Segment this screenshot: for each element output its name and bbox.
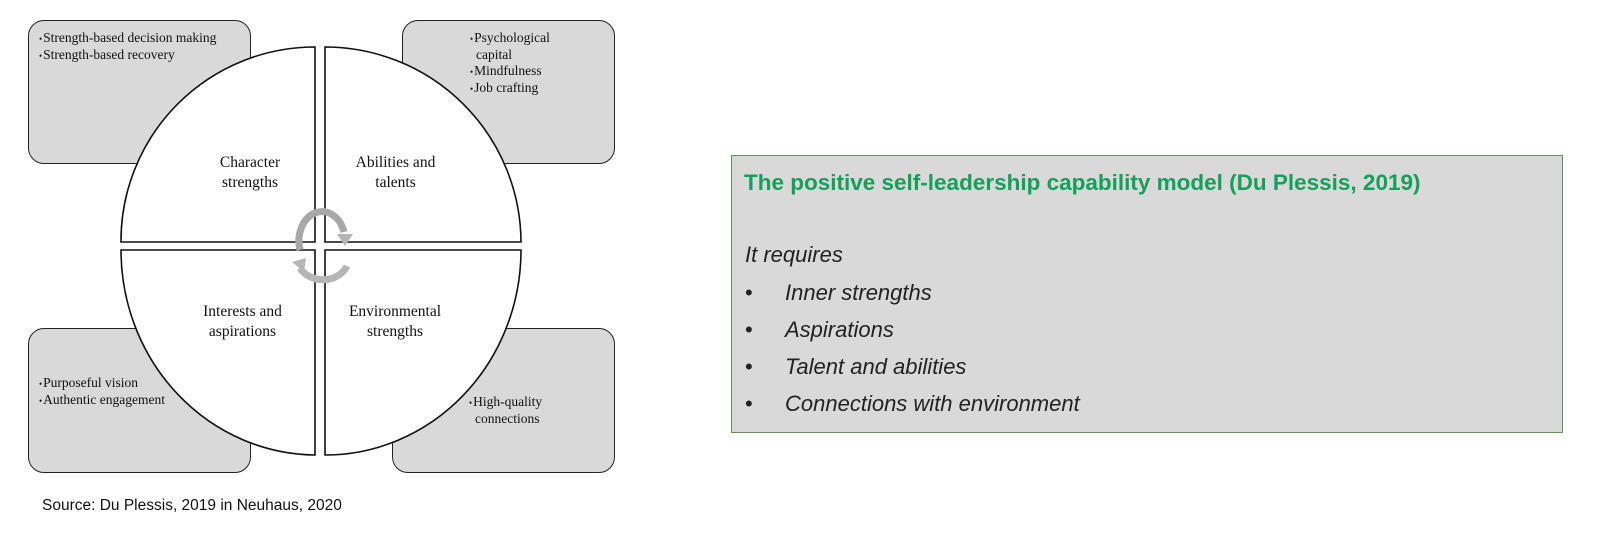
list-item: Strength-based recovery (38, 47, 250, 64)
quadrant-label-abilities-talents: Abilities and talents (355, 154, 436, 191)
list-item: Strength-based decision making (38, 30, 250, 47)
quadrant-bottom-right (324, 249, 522, 456)
source-caption: Source: Du Plessis, 2019 in Neuhaus, 202… (42, 497, 342, 514)
list-item: •Aspirations (745, 317, 894, 342)
list-item: •Talent and abilities (745, 354, 967, 379)
list-item: •Inner strengths (745, 280, 932, 305)
list-item: Job crafting (469, 80, 579, 97)
cycle-arrows-icon (295, 208, 351, 284)
list-item: Psychological capital (469, 30, 579, 63)
quadrant-label-environmental-strengths: Environmental strengths (348, 303, 442, 340)
list-item: Mindfulness (469, 63, 579, 80)
model-summary-panel: The positive self-leadership capability … (731, 155, 1563, 433)
list-item: High-quality connections (468, 394, 568, 427)
quadrant-bottom-left (120, 249, 316, 456)
capability-circle (120, 46, 522, 456)
quadrant-top-right (324, 46, 522, 243)
panel-title: The positive self-leadership capability … (744, 170, 1421, 195)
list-item: Purposeful vision (38, 375, 168, 392)
quadrant-label-character-strengths: Character strengths (219, 154, 281, 191)
list-item: Authentic engagement (38, 392, 168, 409)
requirements-list: •Inner strengths •Aspirations •Talent an… (745, 280, 1080, 428)
quadrant-label-interests-aspirations: Interests and aspirations (203, 303, 282, 340)
quadrant-top-left (120, 46, 316, 243)
list-item: •Connections with environment (745, 391, 1080, 416)
panel-intro: It requires (745, 242, 843, 267)
